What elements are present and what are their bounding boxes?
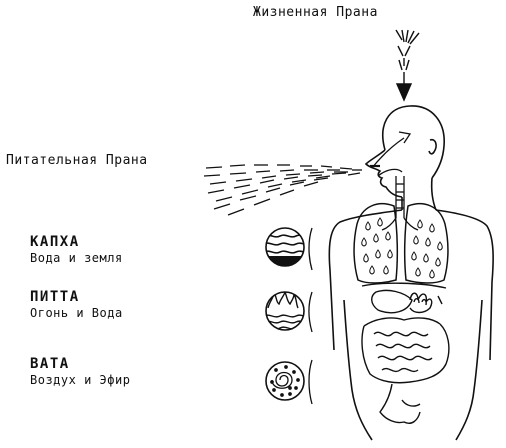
lungs xyxy=(353,203,449,284)
vata-circle xyxy=(265,361,305,401)
dosha-name: ВАТА xyxy=(30,356,70,372)
dosha-elements: Огонь и Вода xyxy=(30,306,123,320)
dosha-elements: Вода и земля xyxy=(30,251,123,265)
nasal-passage xyxy=(370,131,412,177)
intestines xyxy=(361,317,450,424)
kapha-label: КАПХА Вода и земля xyxy=(30,234,123,266)
dosha-name: КАПХА xyxy=(30,234,80,250)
nutritive-prana-stream xyxy=(203,164,362,216)
nutritive-prana-label: Питательная Прана xyxy=(6,153,148,168)
vata-label: ВАТА Воздух и Эфир xyxy=(30,356,130,388)
dosha-name: ПИТТА xyxy=(30,289,80,305)
pitta-label: ПИТТА Огонь и Вода xyxy=(30,289,123,321)
lung-drops xyxy=(361,217,443,279)
dosha-elements: Воздух и Эфир xyxy=(30,373,131,387)
body-outline xyxy=(308,105,494,441)
trachea xyxy=(381,176,419,231)
vital-prana-stream xyxy=(395,29,420,102)
vital-prana-label: Жизненная Прана xyxy=(253,5,378,20)
pitta-circle xyxy=(265,291,305,331)
stomach-and-fire xyxy=(361,282,447,314)
kapha-circle xyxy=(265,227,305,267)
